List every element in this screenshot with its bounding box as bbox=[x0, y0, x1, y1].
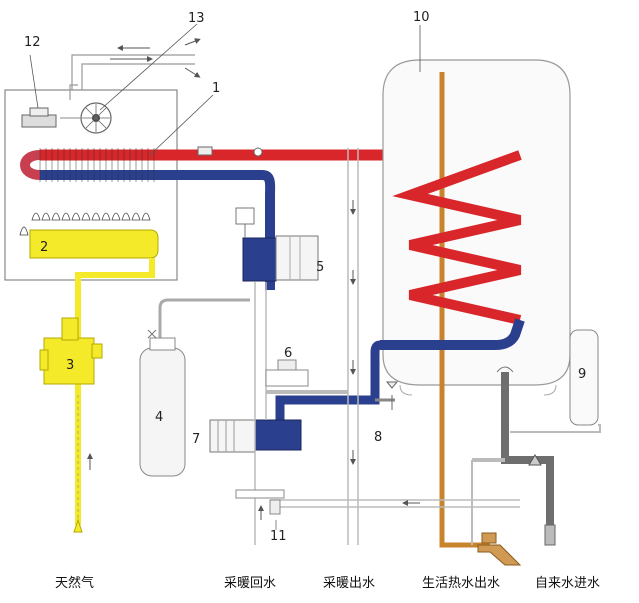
dhw-expansion-tank bbox=[510, 329, 601, 433]
caption-heating-supply: 采暖出水 bbox=[323, 576, 375, 591]
caption-hot-water-out: 生活热水出水 bbox=[422, 576, 500, 591]
label-12: 12 bbox=[24, 35, 41, 50]
bypass-valve bbox=[265, 359, 348, 394]
drain-valve bbox=[235, 489, 285, 530]
label-10: 10 bbox=[413, 10, 430, 25]
caption-gas: 天然气 bbox=[55, 575, 94, 591]
burner-flames bbox=[19, 212, 151, 236]
label-13: 13 bbox=[188, 11, 205, 26]
heating-pipes bbox=[254, 148, 520, 545]
label-7: 7 bbox=[192, 432, 200, 447]
return-pipe bbox=[275, 340, 381, 430]
label-5: 5 bbox=[316, 260, 324, 275]
label-9: 9 bbox=[578, 367, 586, 382]
safety-valve bbox=[375, 381, 399, 410]
gas-burner-manifold bbox=[29, 229, 159, 300]
circulation-pump bbox=[209, 419, 302, 453]
hot-water-outlet-pipe bbox=[439, 72, 490, 548]
flue-pipes bbox=[69, 54, 195, 100]
cold-water-inlet bbox=[471, 366, 556, 546]
label-11: 11 bbox=[270, 529, 287, 544]
three-way-valve bbox=[235, 207, 319, 282]
gas-valve-assembly bbox=[39, 295, 103, 533]
flue-arrows bbox=[110, 38, 201, 78]
outlet-tap bbox=[477, 532, 522, 566]
label-1: 1 bbox=[212, 81, 220, 96]
label-4: 4 bbox=[155, 410, 163, 425]
top-pipe-fittings bbox=[197, 146, 263, 157]
fan bbox=[60, 102, 112, 134]
caption-cold-water-in: 自来水进水 bbox=[535, 576, 600, 591]
control-box bbox=[21, 107, 57, 128]
expansion-tank bbox=[139, 298, 250, 477]
label-2: 2 bbox=[40, 240, 48, 255]
label-6: 6 bbox=[284, 346, 292, 361]
leader-lines bbox=[29, 23, 421, 156]
label-3: 3 bbox=[66, 358, 74, 373]
flow-arrows bbox=[87, 200, 420, 520]
label-8: 8 bbox=[374, 430, 382, 445]
caption-heating-return: 采暖回水 bbox=[224, 576, 276, 591]
tank-heating-coil bbox=[380, 150, 525, 350]
